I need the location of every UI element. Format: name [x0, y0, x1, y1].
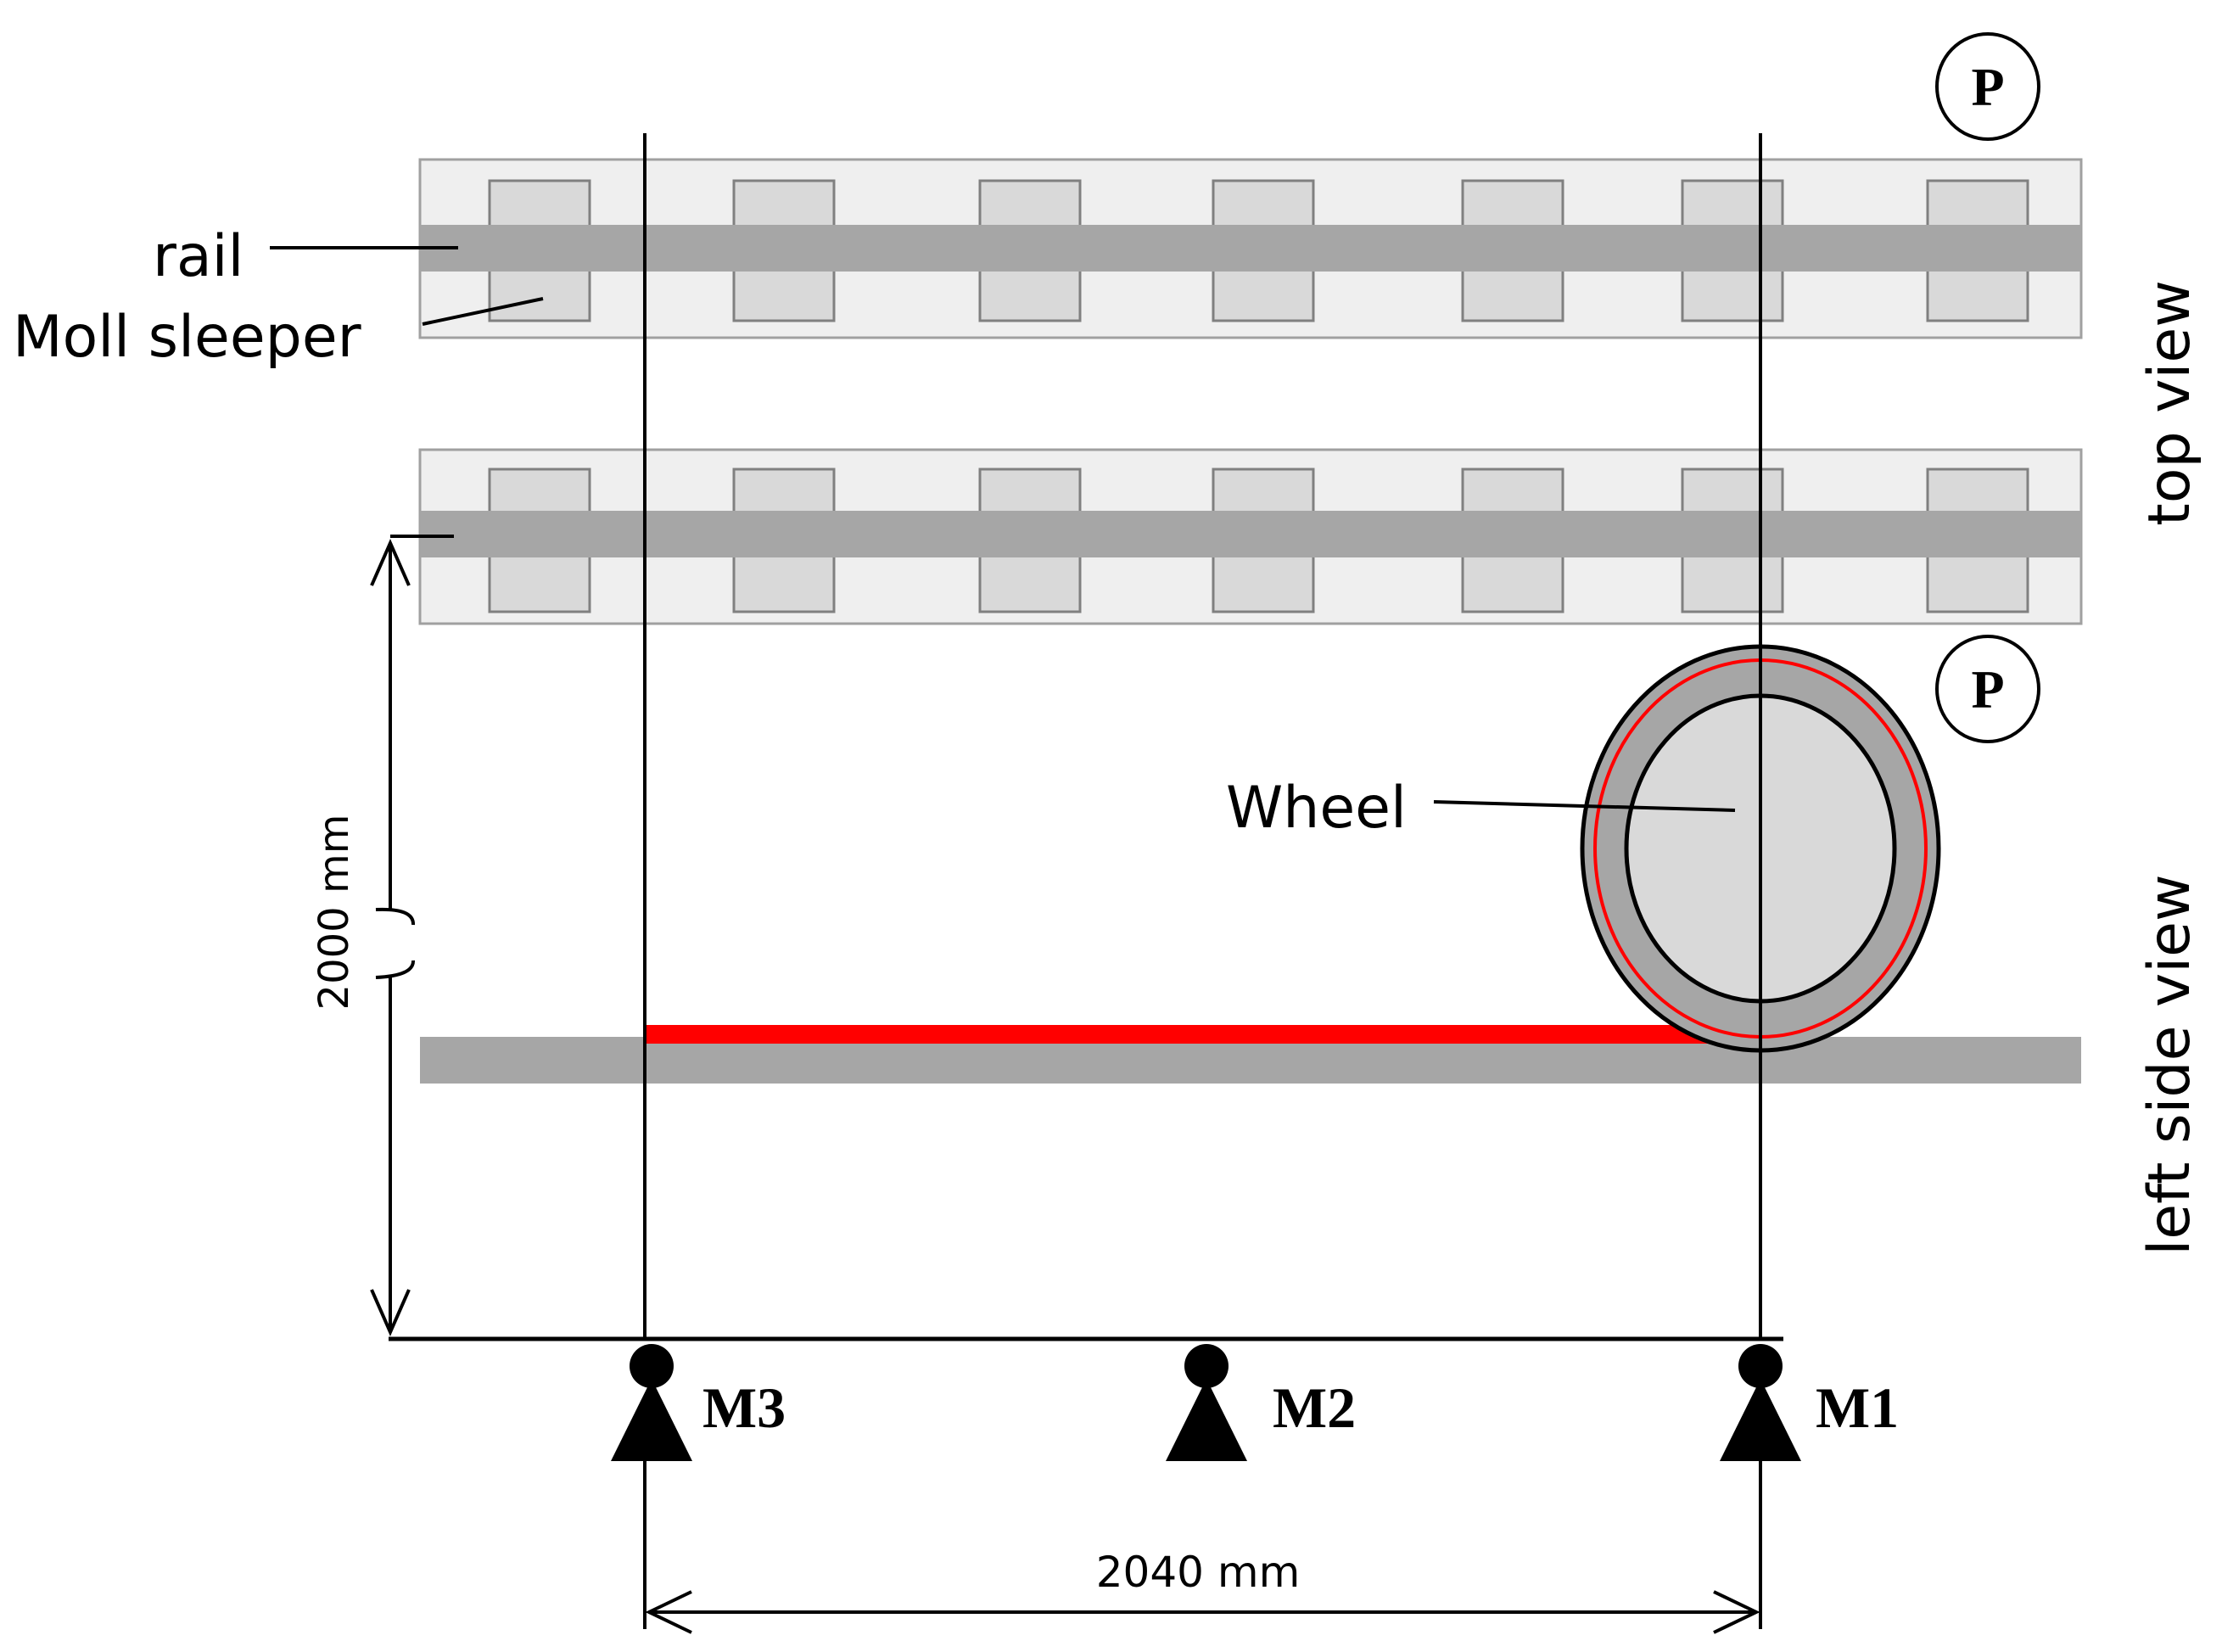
microphone-m3: M3 — [611, 1344, 786, 1461]
p-marker-label: P — [1971, 659, 2004, 720]
microphone-stand-icon — [1166, 1379, 1247, 1461]
wheel-label: Wheel — [1226, 775, 1407, 842]
microphone-head-icon — [1184, 1344, 1229, 1388]
height-dimension — [370, 535, 416, 1336]
moll-sleeper-leader-line — [422, 297, 544, 326]
moll-sleeper-label: Moll sleeper — [13, 304, 361, 371]
rail — [420, 225, 2081, 272]
side-view-rail — [420, 1037, 2081, 1084]
top-view-track-lower — [418, 448, 2083, 625]
microphone-stand-icon — [1720, 1379, 1801, 1461]
p-marker-label: P — [1971, 57, 2004, 117]
top-view-label: top view — [2136, 280, 2203, 526]
rail-label: rail — [153, 223, 243, 290]
top-view-track-upper — [418, 158, 2083, 339]
left-side-view-label: left side view — [2136, 874, 2203, 1255]
spacing-dimension-label: 2040 mm — [1096, 1548, 1301, 1597]
microphone-label: M3 — [702, 1375, 786, 1440]
microphone-label: M1 — [1816, 1375, 1899, 1440]
microphone-head-icon — [630, 1344, 674, 1388]
p-marker-circle — [1935, 32, 2040, 141]
rail — [420, 511, 2081, 557]
wheel-leader-line — [1433, 800, 1736, 812]
microphone-stand-icon — [611, 1379, 692, 1461]
p-marker-circle — [1935, 635, 2040, 743]
microphone-label: M2 — [1273, 1375, 1356, 1440]
height-dimension-label: 2000 mm — [311, 815, 358, 1011]
microphone-m1: M1 — [1720, 1344, 1899, 1461]
microphone-m2: M2 — [1166, 1344, 1356, 1461]
p-marker-side: P — [1935, 635, 2040, 743]
p-marker-top: P — [1935, 32, 2040, 141]
microphone-head-icon — [1738, 1344, 1783, 1388]
